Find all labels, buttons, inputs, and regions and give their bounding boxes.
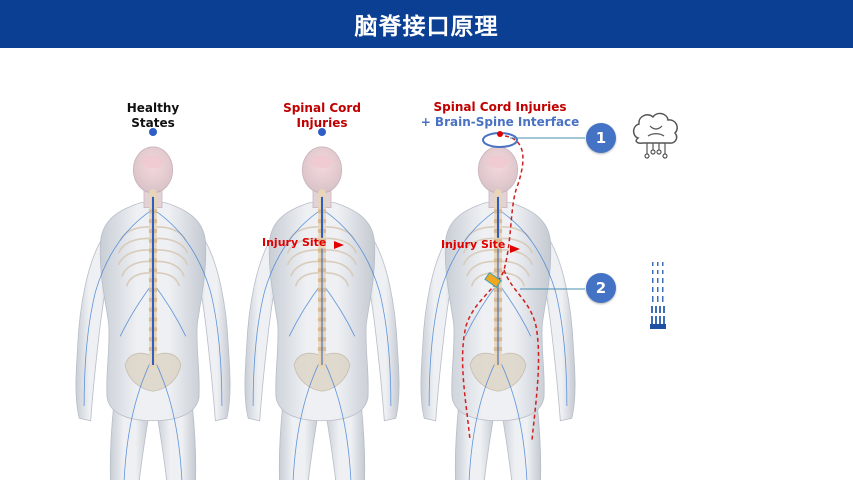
signal-path-left bbox=[461, 135, 524, 441]
panel-2-label-line1: Spinal Cord bbox=[283, 101, 361, 115]
injury-label-3: Injury Site bbox=[441, 238, 506, 251]
spinal-implant bbox=[484, 272, 502, 288]
callout-badge-1: 1 bbox=[586, 123, 616, 153]
panel-3-label-line2: + Brain-Spine Interface bbox=[420, 115, 580, 129]
panel-2-label: Spinal Cord Injuries bbox=[262, 101, 382, 131]
figure-healthy bbox=[76, 147, 230, 480]
panel-1-label: Healthy States bbox=[103, 101, 203, 131]
panel-1-label-line2: States bbox=[131, 116, 175, 130]
brain-signal-marker bbox=[149, 128, 157, 136]
callout-badge-2: 2 bbox=[586, 273, 616, 303]
signal-path-right bbox=[503, 269, 540, 441]
brain-chip-icon bbox=[632, 112, 678, 159]
figure-bsi bbox=[421, 147, 575, 480]
panel-3-label-line1: Spinal Cord Injuries bbox=[433, 100, 567, 114]
title-bar: 脑脊接口原理 bbox=[0, 0, 853, 48]
injury-label-2: Injury Site bbox=[262, 236, 327, 249]
panel-1-label-line1: Healthy bbox=[126, 101, 180, 115]
figure-injury bbox=[245, 147, 399, 480]
panel-3-label: Spinal Cord Injuries + Brain-Spine Inter… bbox=[410, 100, 590, 130]
injury-marker bbox=[510, 245, 520, 253]
brain-implant-dot bbox=[497, 131, 503, 137]
injury-marker bbox=[334, 241, 344, 249]
panel-2-label-line2: Injuries bbox=[296, 116, 348, 130]
page-title: 脑脊接口原理 bbox=[354, 14, 499, 40]
electrode-array-icon bbox=[650, 262, 666, 329]
brain-signal-marker bbox=[318, 128, 326, 136]
